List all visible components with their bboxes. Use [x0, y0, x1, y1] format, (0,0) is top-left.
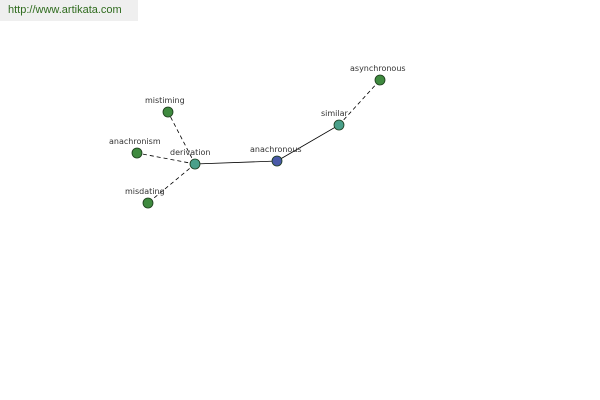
nodes-layer: anachronous derivation similar asynchronous…	[109, 64, 406, 209]
edge-anachronous-derivation	[194, 160, 278, 165]
node-dot-derivation[interactable]	[189, 158, 201, 170]
node-dot-anachronous[interactable]	[271, 155, 283, 167]
edge-derivation-anachronism	[136, 152, 196, 165]
node-derivation[interactable]: derivation	[170, 148, 210, 170]
node-label-derivation[interactable]: derivation	[170, 148, 210, 157]
node-label-anachronism[interactable]: anachronism	[109, 137, 161, 146]
node-dot-mistiming[interactable]	[162, 106, 174, 118]
edge-derivation-misdating	[147, 163, 196, 204]
node-dot-similar[interactable]	[333, 119, 345, 131]
node-dot-anachronism[interactable]	[131, 147, 143, 159]
node-label-mistiming[interactable]: mistiming	[145, 96, 185, 105]
node-anachronous[interactable]: anachronous	[250, 145, 302, 167]
node-label-asynchronous[interactable]: asynchronous	[350, 64, 406, 73]
node-anachronism[interactable]: anachronism	[109, 137, 161, 159]
edge-anachronous-similar	[276, 124, 340, 162]
node-misdating[interactable]: misdating	[125, 187, 165, 209]
site-url-link[interactable]: http://www.artikata.com	[8, 4, 122, 16]
node-dot-asynchronous[interactable]	[374, 74, 386, 86]
node-asynchronous[interactable]: asynchronous	[350, 64, 406, 86]
edge-similar-asynchronous	[338, 79, 381, 126]
node-mistiming[interactable]: mistiming	[145, 96, 185, 118]
edges-layer	[136, 79, 381, 204]
node-similar[interactable]: similar	[321, 109, 349, 131]
node-label-misdating[interactable]: misdating	[125, 187, 165, 196]
node-label-similar[interactable]: similar	[321, 109, 349, 118]
node-dot-misdating[interactable]	[142, 197, 154, 209]
node-label-anachronous[interactable]: anachronous	[250, 145, 302, 154]
url-bar: http://www.artikata.com	[0, 0, 138, 21]
edge-derivation-mistiming	[167, 111, 196, 165]
